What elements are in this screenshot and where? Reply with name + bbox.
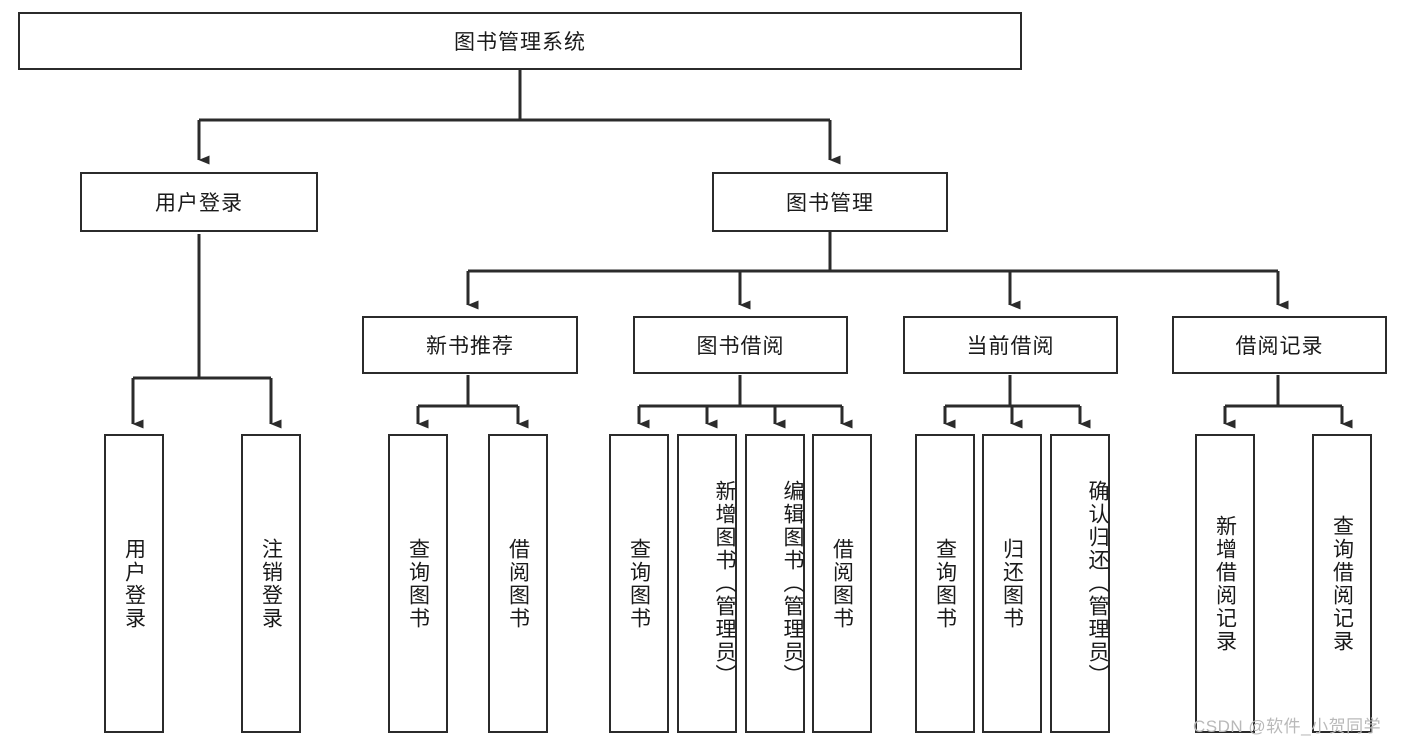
node-label: 新增借阅记录 xyxy=(1213,514,1237,653)
node-label: 借阅图书 xyxy=(506,537,530,630)
node-user-login[interactable]: 用户登录 xyxy=(80,172,318,232)
node-borrow-record[interactable]: 借阅记录 xyxy=(1172,316,1387,374)
node-label: 图书管理系统 xyxy=(454,31,586,54)
leaf-edit-book-admin[interactable]: 编辑图书（管理员） xyxy=(745,434,805,733)
leaf-query-borrow-record[interactable]: 查询借阅记录 xyxy=(1312,434,1372,733)
node-new-book-recommend[interactable]: 新书推荐 xyxy=(362,316,578,374)
leaf-query-book-borrow[interactable]: 查询图书 xyxy=(609,434,669,733)
node-label: 归还图书 xyxy=(1000,537,1024,630)
node-label: 图书管理 xyxy=(786,192,874,215)
node-label: 查询图书 xyxy=(406,537,430,630)
leaf-add-borrow-record[interactable]: 新增借阅记录 xyxy=(1195,434,1255,733)
node-label: 用户登录 xyxy=(122,537,146,630)
node-label: 新增图书（管理员） xyxy=(713,480,736,687)
node-label: 图书借阅 xyxy=(696,335,785,358)
node-label: 查询图书 xyxy=(627,537,651,630)
node-book-management[interactable]: 图书管理 xyxy=(712,172,948,232)
leaf-logout[interactable]: 注销登录 xyxy=(241,434,301,733)
watermark: CSDN @软件_小贺同学 xyxy=(1193,717,1382,736)
node-label: 当前借阅 xyxy=(966,335,1055,358)
node-label: 借阅图书 xyxy=(830,537,854,630)
node-label: 查询图书 xyxy=(933,537,957,630)
node-label: 用户登录 xyxy=(155,192,243,215)
leaf-add-book-admin[interactable]: 新增图书（管理员） xyxy=(677,434,737,733)
node-label: 编辑图书（管理员） xyxy=(781,480,804,687)
leaf-query-book-current[interactable]: 查询图书 xyxy=(915,434,975,733)
leaf-borrow-book[interactable]: 借阅图书 xyxy=(812,434,872,733)
node-book-borrow[interactable]: 图书借阅 xyxy=(633,316,848,374)
leaf-user-login[interactable]: 用户登录 xyxy=(104,434,164,733)
leaf-borrow-book-recommend[interactable]: 借阅图书 xyxy=(488,434,548,733)
node-current-borrow[interactable]: 当前借阅 xyxy=(903,316,1118,374)
leaf-confirm-return-admin[interactable]: 确认归还（管理员） xyxy=(1050,434,1110,733)
node-label: 注销登录 xyxy=(259,537,283,630)
node-label: 查询借阅记录 xyxy=(1330,514,1354,653)
node-label: 借阅记录 xyxy=(1235,335,1324,358)
node-label: 确认归还（管理员） xyxy=(1086,480,1109,687)
leaf-return-book[interactable]: 归还图书 xyxy=(982,434,1042,733)
node-label: 新书推荐 xyxy=(426,335,514,358)
leaf-query-book-recommend[interactable]: 查询图书 xyxy=(388,434,448,733)
node-root-system[interactable]: 图书管理系统 xyxy=(18,12,1022,70)
